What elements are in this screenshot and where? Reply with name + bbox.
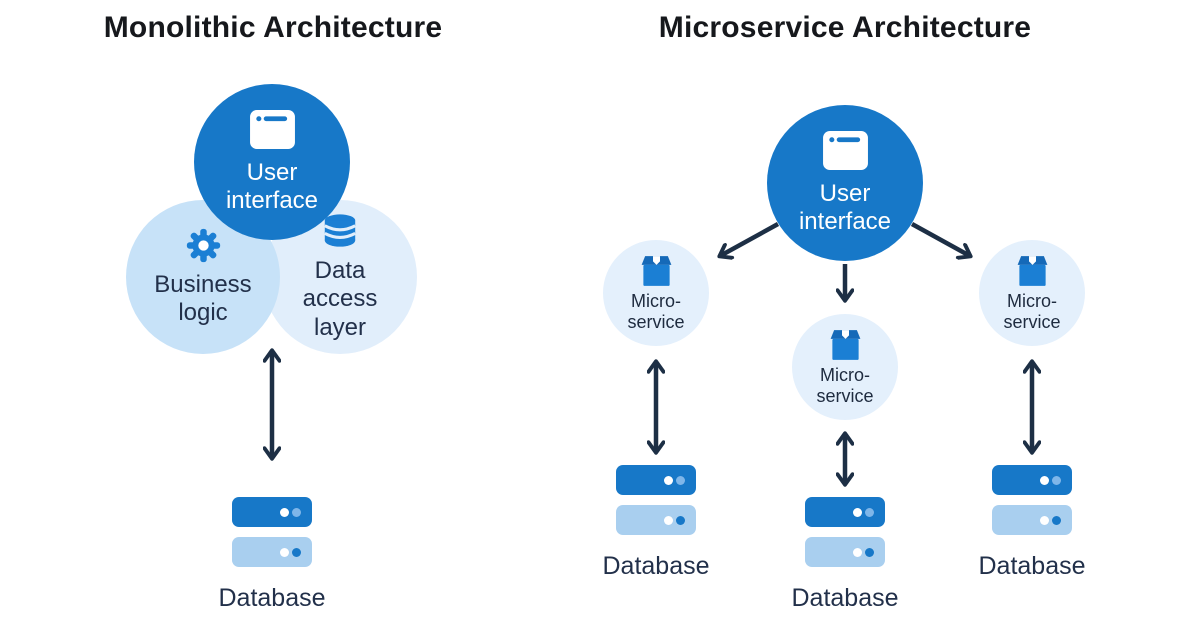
server-bar-light [232, 537, 312, 567]
microservice-label: Micro- service [627, 291, 684, 332]
gear-icon [186, 228, 220, 263]
microservice-label-line1: Micro- [630, 291, 681, 312]
server-led [1052, 515, 1061, 525]
browser-window-icon [249, 109, 295, 149]
package-box-icon [1017, 256, 1047, 287]
ui-to-micro-left-arrow [720, 222, 780, 256]
browser-window-icon [822, 130, 868, 170]
server-led [1040, 515, 1049, 525]
server-led [280, 547, 289, 557]
server-bar-light [616, 505, 696, 535]
mono-database-label: Database [218, 584, 326, 612]
micro-user-interface-label: User interface [798, 179, 892, 235]
server-bar-light [992, 505, 1072, 535]
micro-user-interface-circle: User interface [767, 105, 923, 261]
micro-database-label-2: Database [791, 584, 899, 612]
server-led [676, 515, 685, 525]
business-logic-label: Business logic [154, 270, 252, 326]
server-led [292, 507, 301, 517]
server-bar-dark [992, 465, 1072, 495]
server-led [676, 475, 685, 485]
microservice-circle-2: Micro- service [792, 314, 898, 420]
monolithic-title: Monolithic Architecture [103, 11, 443, 44]
server-led [664, 515, 673, 525]
microservice-label-line2: service [816, 385, 874, 406]
microservice-label-line2: service [627, 311, 685, 332]
server-bar-dark [232, 497, 312, 527]
server-led [853, 547, 862, 557]
server-led [1052, 475, 1061, 485]
server-bar-dark [616, 465, 696, 495]
micro-database-label-1: Database [602, 552, 710, 580]
micro-database-label-3: Database [978, 552, 1086, 580]
server-led [1040, 475, 1049, 485]
server-bar-dark [805, 497, 885, 527]
business-logic-circle: Business logic [126, 200, 280, 354]
mono-user-interface-circle: User interface [194, 84, 350, 240]
database-cylinder-icon [324, 214, 356, 248]
micro-database-icon-2 [805, 497, 885, 567]
server-led [865, 507, 874, 517]
microservice-circle-1: Micro- service [603, 240, 709, 346]
package-box-icon [641, 256, 671, 287]
microservice-label-line1: Micro- [1006, 291, 1057, 312]
micro-database-icon-1 [616, 465, 696, 535]
server-bar-light [805, 537, 885, 567]
microservice-label: Micro- service [816, 365, 873, 406]
micro-database-icon-3 [992, 465, 1072, 535]
server-led [280, 507, 289, 517]
server-led [292, 547, 301, 557]
server-led [865, 547, 874, 557]
package-box-icon [830, 330, 860, 361]
microservice-label-line2: service [1003, 311, 1061, 332]
data-access-layer-label: Data access layer [302, 257, 378, 341]
server-led [664, 475, 673, 485]
server-led [853, 507, 862, 517]
ui-to-micro-right-arrow [910, 222, 970, 256]
microservice-circle-3: Micro- service [979, 240, 1085, 346]
microservice-label: Micro- service [1003, 291, 1060, 332]
microservice-title: Microservice Architecture [658, 11, 1032, 44]
microservice-label-line1: Micro- [819, 365, 870, 386]
mono-user-interface-label: User interface [225, 158, 319, 214]
mono-database-icon [232, 497, 312, 567]
